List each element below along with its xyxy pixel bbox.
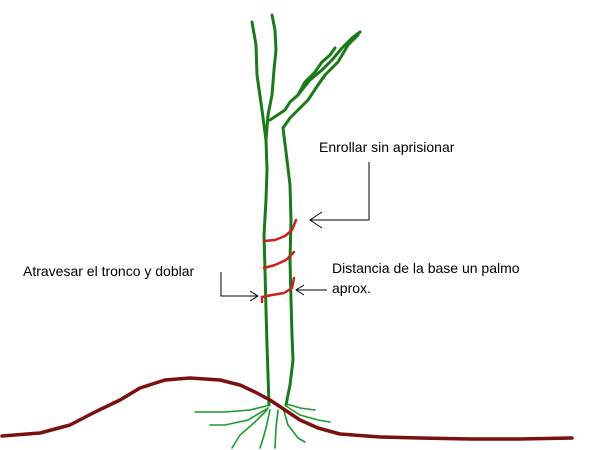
trunk-right-edge bbox=[281, 126, 295, 407]
wire-loop-3 bbox=[260, 276, 296, 299]
distance-arrow-head bbox=[295, 284, 305, 296]
pierce-arrow-line bbox=[220, 272, 258, 297]
wrap-arrow-head bbox=[309, 211, 323, 229]
root-2 bbox=[209, 407, 269, 426]
pierce-label: Atravesar el tronco y doblar bbox=[23, 263, 195, 279]
distance-label-line1: Distancia de la base un palmo bbox=[332, 260, 520, 276]
root-4 bbox=[259, 409, 271, 449]
root-8 bbox=[286, 403, 316, 411]
root-7 bbox=[285, 405, 331, 423]
arrows bbox=[220, 162, 370, 302]
wire-loop-1 bbox=[262, 234, 287, 243]
ground-line bbox=[0, 376, 574, 441]
wrap-label: Enrollar sin aprisionar bbox=[319, 139, 455, 155]
wrap-arrow-line bbox=[310, 162, 370, 221]
distance-label-line2: aprox. bbox=[332, 280, 371, 296]
pierce-arrow-head bbox=[249, 290, 259, 302]
wire-loop-2 bbox=[262, 250, 296, 270]
root-3 bbox=[231, 409, 268, 449]
root-6 bbox=[282, 407, 306, 443]
branch-right-top bbox=[316, 33, 360, 87]
root-1 bbox=[194, 404, 271, 413]
roots-icon bbox=[194, 403, 331, 449]
wire-top-tail bbox=[283, 218, 298, 238]
branch-right-outer bbox=[296, 30, 362, 97]
branch-left-stub bbox=[264, 13, 278, 142]
trunk-left-edge bbox=[250, 20, 271, 407]
branch-middle bbox=[268, 46, 337, 122]
root-5 bbox=[274, 409, 279, 449]
tree-icon bbox=[250, 13, 362, 407]
wire-spiral-icon bbox=[260, 218, 298, 304]
